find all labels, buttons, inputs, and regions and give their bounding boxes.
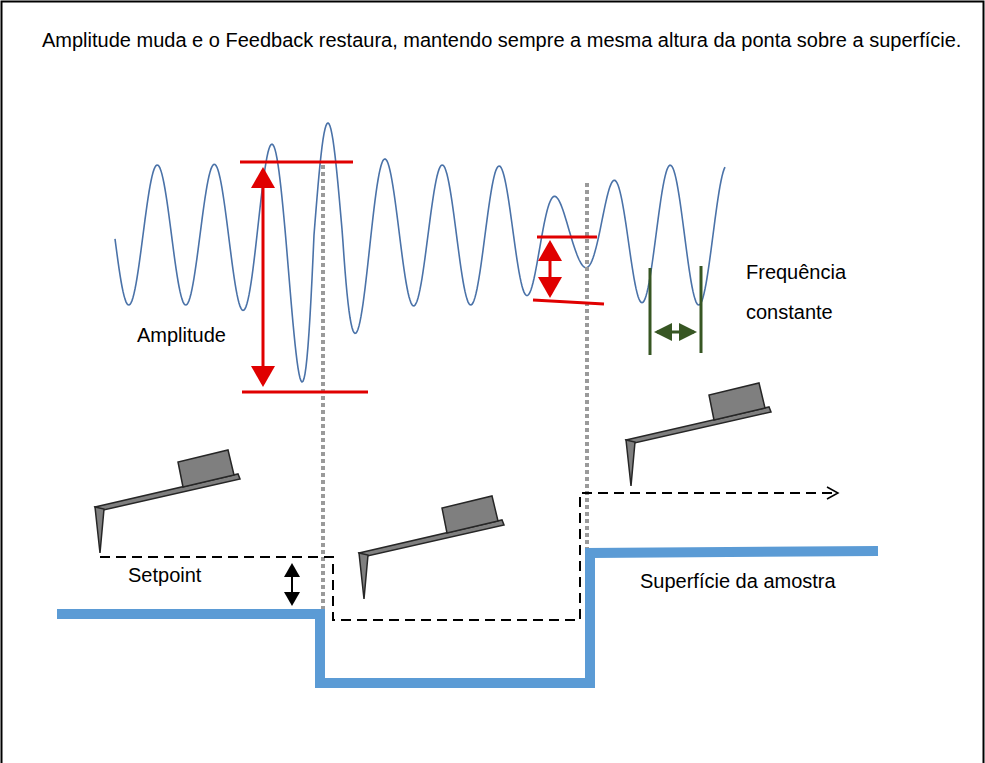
period-arrow: [657, 331, 694, 334]
tip-path: [100, 493, 838, 620]
setpoint-arrow: [291, 565, 293, 604]
oscillation-wave: [115, 123, 725, 382]
amplitude-arrow: [549, 243, 552, 295]
amplitude-bar: [240, 161, 353, 164]
cantilever: [626, 383, 771, 486]
sample-surface: [57, 551, 878, 683]
amplitude-bar: [533, 300, 604, 304]
setpoint-label: Setpoint: [128, 560, 201, 590]
amplitude-bar: [242, 391, 368, 394]
surface-label: Superfície da amostra: [640, 566, 836, 596]
amplitude-label: Amplitude: [137, 320, 226, 350]
heading-text: Amplitude muda e o Feedback restaura, ma…: [42, 20, 967, 60]
period-bar: [700, 266, 703, 353]
amplitude-arrow: [262, 170, 265, 384]
cantilever: [95, 450, 240, 553]
period-bar: [649, 268, 652, 355]
amplitude-bar: [537, 236, 597, 239]
cantilever: [359, 496, 504, 599]
frequency-label: Frequência constante: [746, 252, 871, 332]
guide-line: [321, 165, 325, 612]
